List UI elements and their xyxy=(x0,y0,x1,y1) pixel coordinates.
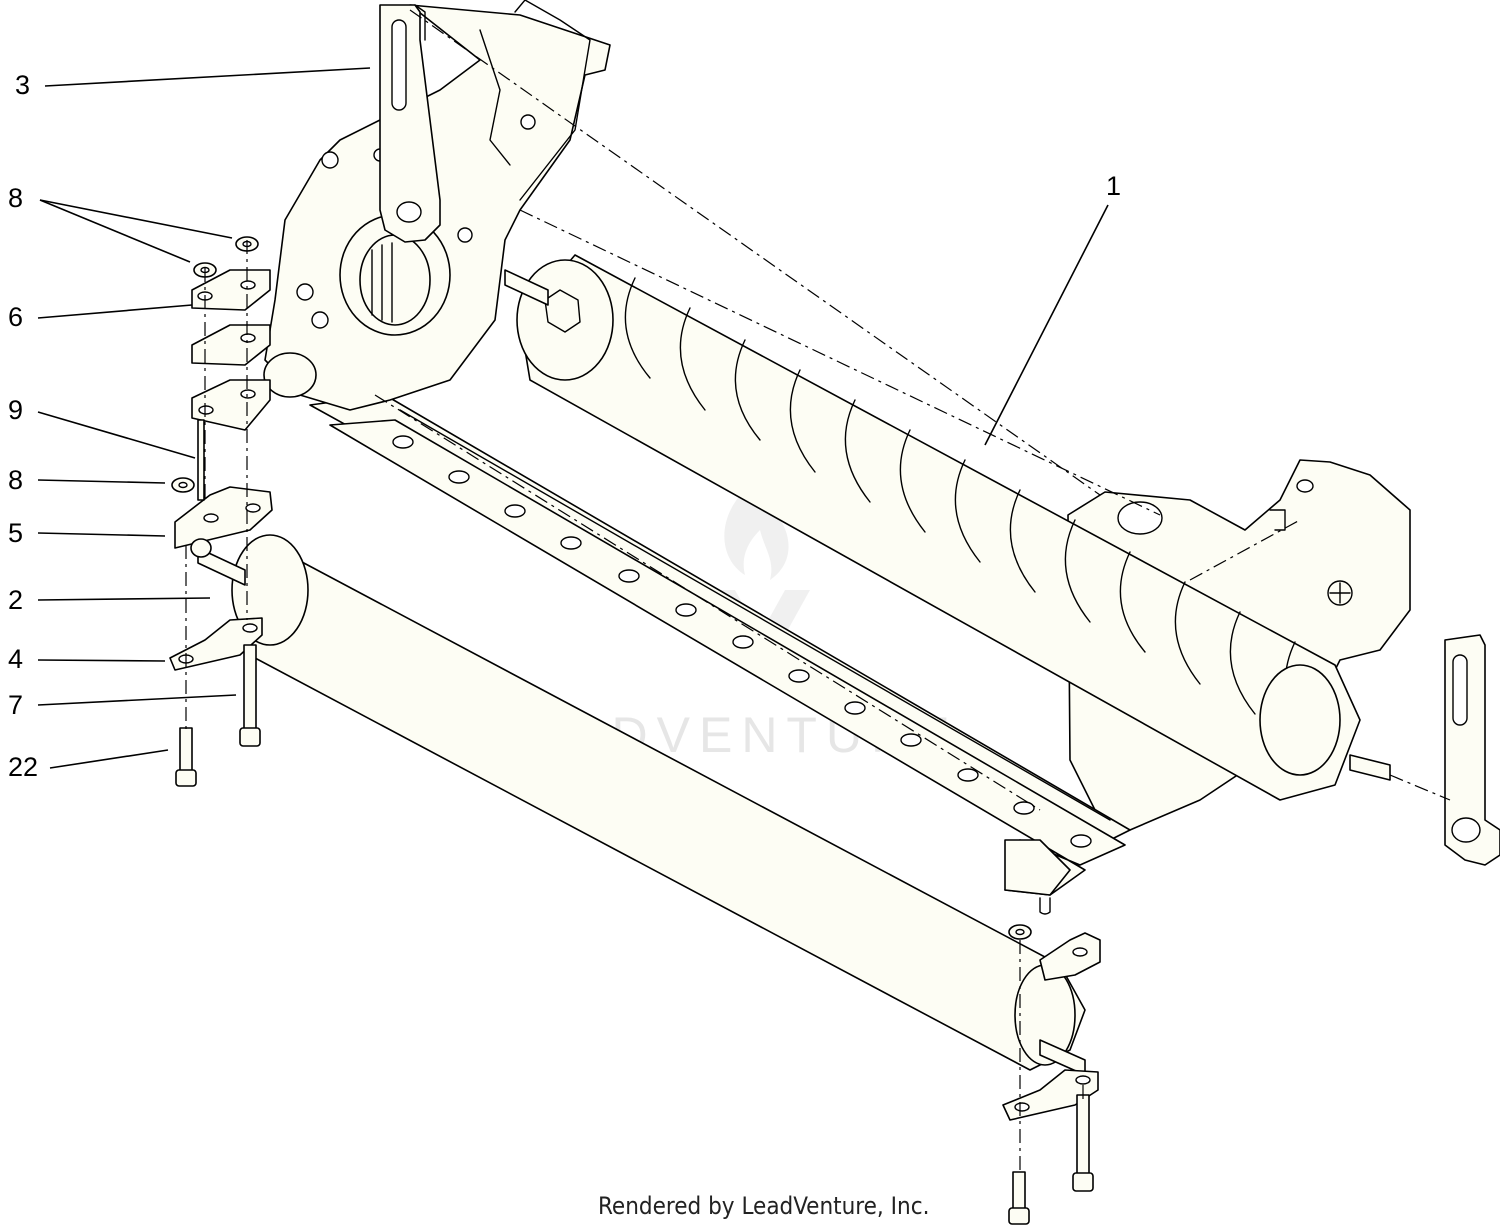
assembly-lines xyxy=(185,9,1451,1175)
callout-2: 2 xyxy=(8,585,23,615)
bracket-6-middle xyxy=(191,324,271,366)
bedbar xyxy=(309,394,1131,915)
bolt-7-right xyxy=(1072,1094,1094,1192)
callout-8-lower: 8 xyxy=(8,465,23,495)
bedbar-holes xyxy=(392,435,1092,848)
callout-8-upper: 8 xyxy=(8,183,23,213)
adjust-arm-right xyxy=(1444,634,1500,866)
footer-credit: Rendered by LeadVenture, Inc. xyxy=(598,1192,929,1220)
bracket-5-right xyxy=(1039,932,1101,981)
bracket-5 xyxy=(174,486,273,558)
reel-roller xyxy=(504,254,1391,801)
front-roller xyxy=(197,534,1086,1076)
bracket-6-lower xyxy=(191,379,271,431)
pin-9 xyxy=(197,419,205,501)
callout-labels: 3 8 6 9 8 5 2 4 7 22 1 xyxy=(8,70,1121,782)
callout-3: 3 xyxy=(15,70,30,100)
nut-8-lower xyxy=(171,477,195,493)
callout-22: 22 xyxy=(8,752,38,782)
adjust-arm-left xyxy=(379,4,441,243)
callout-6: 6 xyxy=(8,302,23,332)
bracket-4 xyxy=(169,617,263,671)
bolt-7 xyxy=(239,644,261,747)
nut-8-right xyxy=(1008,924,1032,940)
bracket-4-right xyxy=(1002,1069,1099,1121)
callout-7: 7 xyxy=(8,690,23,720)
bolt-22 xyxy=(175,727,197,787)
callout-4: 4 xyxy=(8,644,23,674)
callout-9: 9 xyxy=(8,395,23,425)
callout-1: 1 xyxy=(1106,171,1121,201)
bolt-22-right xyxy=(1008,1171,1030,1225)
leader-lines xyxy=(37,67,1109,769)
callout-5: 5 xyxy=(8,518,23,548)
bracket-6-upper xyxy=(191,269,271,311)
